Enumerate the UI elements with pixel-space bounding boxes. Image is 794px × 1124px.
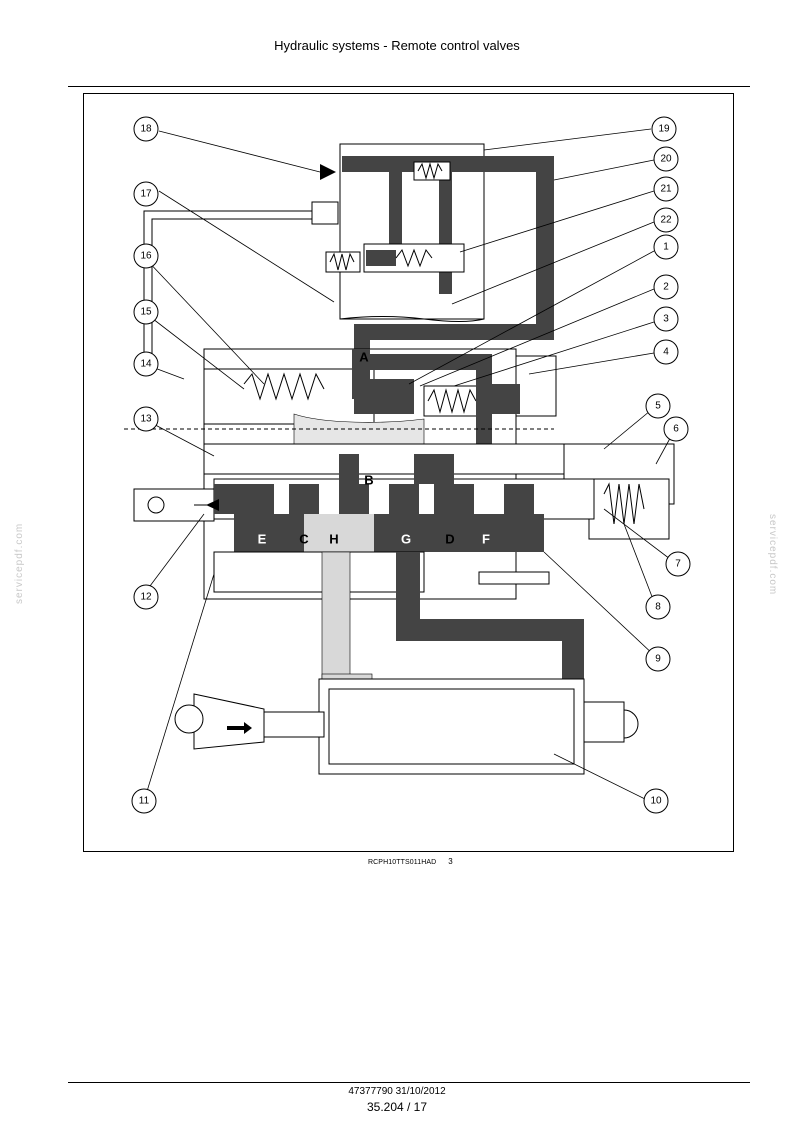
- port-label-c: C: [299, 532, 309, 547]
- port-label-f: F: [482, 532, 490, 547]
- callout-5: 5: [645, 393, 671, 419]
- callout-6: 6: [663, 416, 689, 442]
- svg-text:20: 20: [660, 154, 672, 165]
- svg-text:19: 19: [658, 124, 670, 135]
- callout-17: 17: [133, 181, 159, 207]
- hydraulic-valve-diagram: A B C D E F G H: [83, 93, 734, 852]
- svg-text:15: 15: [140, 307, 152, 318]
- svg-text:3: 3: [663, 314, 669, 325]
- callout-10: 10: [643, 788, 669, 814]
- footer-rule: [68, 1082, 750, 1083]
- diagram-drawing: A B C D E F G H: [124, 116, 691, 814]
- callout-14: 14: [133, 351, 159, 377]
- watermark-left: servicepdf.com: [14, 522, 25, 604]
- svg-text:1: 1: [663, 242, 669, 253]
- callout-8: 8: [645, 594, 671, 620]
- callout-11: 11: [131, 788, 157, 814]
- main-valve-body: [124, 348, 675, 600]
- callout-3: 3: [653, 306, 679, 332]
- port-label-a: A: [359, 350, 369, 365]
- svg-text:13: 13: [140, 414, 152, 425]
- footer-doc-code: 47377790 31/10/2012: [348, 1086, 446, 1097]
- figure-code: RCPH10TTS011HAD: [368, 859, 437, 866]
- port-label-b: B: [364, 473, 373, 488]
- header-rule: [68, 86, 750, 87]
- svg-text:16: 16: [140, 251, 152, 262]
- svg-text:7: 7: [675, 559, 681, 570]
- footer-page-number: 35.204 / 17: [366, 1100, 428, 1114]
- port-label-g: G: [401, 532, 411, 547]
- callout-20: 20: [653, 146, 679, 172]
- svg-text:4: 4: [663, 347, 669, 358]
- svg-text:8: 8: [655, 602, 661, 613]
- callout-2: 2: [653, 274, 679, 300]
- svg-text:2: 2: [663, 282, 669, 293]
- port-label-h: H: [329, 532, 338, 547]
- callout-group: 1 2 3 4 5 6 7 8 9 10 11 12 13 14 15 16 1…: [131, 116, 691, 814]
- svg-text:5: 5: [655, 401, 661, 412]
- hydraulic-cylinder: [174, 678, 639, 775]
- callout-12: 12: [133, 584, 159, 610]
- valve-spool: [133, 454, 595, 593]
- callout-1: 1: [653, 234, 679, 260]
- figure-caption: RCPH10TTS011HAD 3: [368, 857, 453, 866]
- port-label-d: D: [445, 532, 454, 547]
- upper-valve-block: [143, 143, 554, 375]
- callout-7: 7: [665, 551, 691, 577]
- svg-text:9: 9: [655, 654, 661, 665]
- callout-9: 9: [645, 646, 671, 672]
- svg-text:17: 17: [140, 189, 152, 200]
- figure-number: 3: [448, 857, 453, 866]
- port-label-e: E: [258, 532, 267, 547]
- callout-18: 18: [133, 116, 159, 142]
- callout-15: 15: [133, 299, 159, 325]
- port-labels: A B C D E F G H: [258, 350, 490, 547]
- svg-text:6: 6: [673, 424, 679, 435]
- svg-text:10: 10: [650, 796, 662, 807]
- callout-4: 4: [653, 339, 679, 365]
- callout-21: 21: [653, 176, 679, 202]
- callout-13: 13: [133, 406, 159, 432]
- callout-16: 16: [133, 243, 159, 269]
- svg-text:12: 12: [140, 592, 152, 603]
- callout-22: 22: [653, 207, 679, 233]
- svg-text:22: 22: [660, 215, 672, 226]
- callout-19: 19: [651, 116, 677, 142]
- svg-text:11: 11: [139, 796, 150, 807]
- watermark-right: servicepdf.com: [767, 514, 778, 596]
- svg-text:18: 18: [140, 124, 152, 135]
- svg-text:21: 21: [660, 184, 672, 195]
- svg-text:14: 14: [140, 359, 152, 370]
- page-header: Hydraulic systems - Remote control valve…: [274, 38, 520, 53]
